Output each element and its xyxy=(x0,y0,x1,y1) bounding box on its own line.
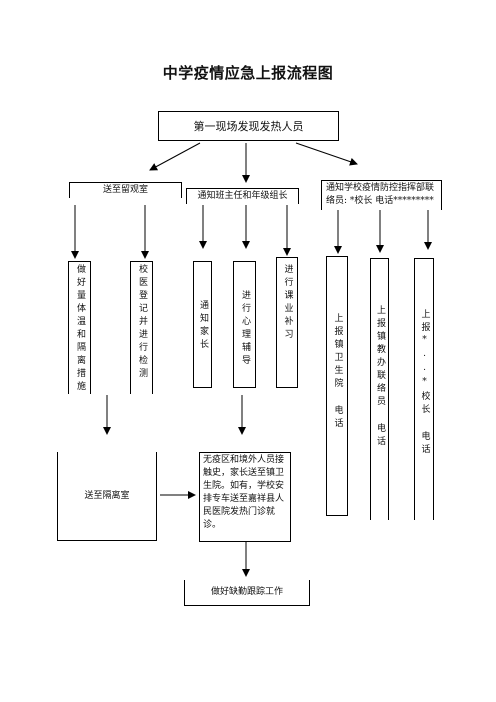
col-notify-parents: 通知家长 xyxy=(193,261,212,388)
group-teacher-head-box: 通知班主任和年级组长 xyxy=(186,188,299,204)
col-town-hospital: 上报镇卫生院 电话 xyxy=(326,256,348,516)
col-principal-label: 上报*..*校长 电话 xyxy=(419,309,430,457)
col-temperature-isolation-label: 做好量体温和隔离措施 xyxy=(75,264,85,394)
col-psych-counsel: 进行心理辅导 xyxy=(233,261,256,388)
col-doctor-register: 校医登记并进行检测 xyxy=(130,261,153,394)
final-step-box: 做好缺勤跟踪工作 xyxy=(184,580,310,606)
start-node: 第一现场发现发热人员 xyxy=(193,119,304,133)
isolation-room: 送至隔离室 xyxy=(84,490,130,501)
col-town-education-office: 上报镇教办联络员 电话 xyxy=(370,258,389,520)
col-temperature-isolation: 做好量体温和隔离措施 xyxy=(68,261,91,394)
col-tutoring: 进行课业补习 xyxy=(276,257,298,388)
group-command-head: 通知学校疫情防控指挥部联络员: *校长 电话********* xyxy=(326,183,435,206)
arrow-start-to-observation xyxy=(149,142,201,171)
col-town-education-office-label: 上报镇教办联络员 电话 xyxy=(375,305,385,449)
contact-history-box: 无疫区和境外人员接触史，家长送至镇卫生院。如有，学校安排专车送至嘉祥县人民医院发… xyxy=(199,452,291,542)
group-observation-head: 送至留观室 xyxy=(102,185,148,195)
group-command-head-box: 通知学校疫情防控指挥部联络员: *校长 电话********* xyxy=(321,180,442,210)
start-node-box: 第一现场发现发热人员 xyxy=(158,111,339,141)
col-town-hospital-label: 上报镇卫生院 电话 xyxy=(332,313,343,431)
col-notify-parents-label: 通知家长 xyxy=(198,300,208,352)
col-tutoring-label: 进行课业补习 xyxy=(282,264,293,342)
isolation-room-box: 送至隔离室 xyxy=(57,452,157,541)
page-title: 中学疫情应急上报流程图 xyxy=(162,64,334,82)
arrow-start-to-command xyxy=(295,142,358,166)
col-psych-counsel-label: 进行心理辅导 xyxy=(240,290,250,368)
col-principal: 上报*..*校长 电话 xyxy=(414,258,434,520)
contact-history-text: 无疫区和境外人员接触史，家长送至镇卫生院。如有，学校安排专车送至嘉祥县人民医院发… xyxy=(203,455,285,530)
final-step: 做好缺勤跟踪工作 xyxy=(210,587,283,597)
col-doctor-register-label: 校医登记并进行检测 xyxy=(137,264,147,381)
group-observation-head-box: 送至留观室 xyxy=(69,182,182,198)
group-teacher-head: 通知班主任和年级组长 xyxy=(197,191,288,201)
